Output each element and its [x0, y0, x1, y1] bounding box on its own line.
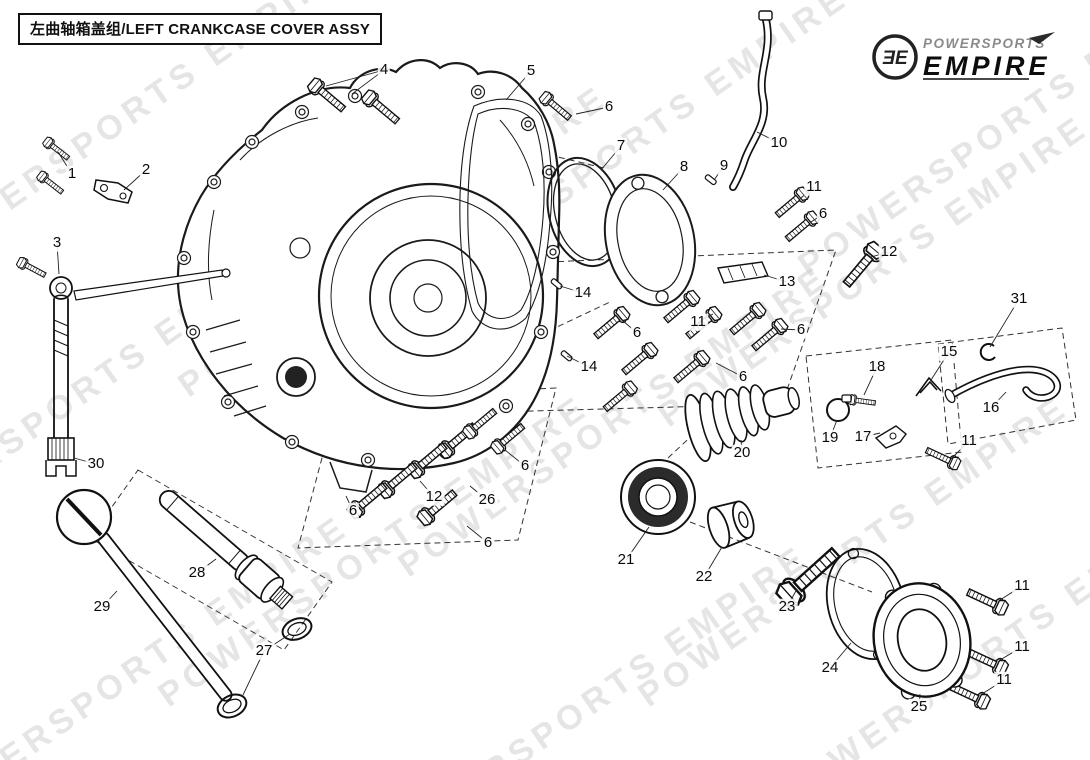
ball-joint	[49, 276, 73, 300]
callout-leader-line	[703, 546, 723, 578]
callout-leader-line	[756, 131, 780, 144]
o-ring	[216, 693, 248, 719]
callout-leader-line	[829, 642, 852, 669]
kick-lever-parts	[55, 488, 313, 719]
callout-leader-line	[713, 165, 725, 181]
round-cover	[872, 582, 972, 700]
small-cover-plate	[603, 173, 697, 307]
gearshift-linkage	[45, 179, 231, 477]
callout-leader-line	[559, 285, 584, 294]
dowel-pin-icon	[703, 173, 718, 186]
diagram-title-text: 左曲轴箱盖组/LEFT CRANKCASE COVER ASSY	[30, 21, 371, 38]
callout-leader-line	[56, 242, 60, 275]
spacer-roller	[706, 500, 755, 549]
callout-leader-line	[981, 679, 1005, 695]
breather-tube	[729, 10, 773, 191]
callout-leader-line	[325, 69, 385, 87]
callout-leader-line	[829, 419, 838, 439]
o-ring	[281, 617, 313, 641]
logo-emblem-text: ƎE	[882, 48, 909, 69]
logo-flag-icon	[1029, 32, 1055, 44]
cooling-fins	[205, 319, 267, 417]
logo-line2: EMPIRE	[923, 51, 1051, 81]
boot-and-fittings	[684, 343, 1061, 462]
drive-shaft	[158, 490, 294, 610]
callout-leader-line	[990, 391, 1007, 409]
hose-clamp	[826, 394, 852, 422]
callout-leader-line	[101, 590, 118, 608]
cover-gasket	[459, 98, 553, 330]
vent-tube	[944, 365, 1061, 404]
callout-leader-line	[999, 585, 1023, 601]
bracket	[874, 425, 907, 449]
shim-plate	[717, 261, 769, 284]
crankcase-cover	[176, 59, 561, 493]
cover-bolt-holes	[176, 84, 561, 468]
callout-leader-line	[863, 366, 878, 396]
callout-leader-line	[123, 169, 147, 191]
c-clip	[979, 343, 996, 362]
callout-leader-line	[196, 558, 217, 574]
callout-leader-line	[930, 351, 950, 381]
callout-leader-line	[989, 298, 1020, 348]
diagram-title: 左曲轴箱盖组/LEFT CRANKCASE COVER ASSY	[18, 13, 383, 45]
shaft-spring	[53, 319, 69, 357]
callout-leader-line	[566, 355, 590, 368]
callout-leader-line	[73, 457, 97, 465]
mount-bracket	[93, 179, 133, 204]
bolt-icon	[847, 393, 877, 409]
watermark-text: POWERSPORTS EMPIRE	[371, 537, 816, 760]
callout-leader-line	[662, 166, 685, 191]
watermark-text: POWERSPORTS EMPIRE	[651, 107, 1090, 434]
wire-clip	[915, 376, 942, 397]
bolt-icon	[15, 255, 49, 281]
lever-rod	[55, 488, 233, 702]
callout-leader-line	[625, 526, 650, 561]
spline-collar	[47, 437, 75, 461]
brand-logo: ƎE POWERSPORTS EMPIRE	[869, 30, 1074, 89]
clevis-end	[45, 460, 77, 477]
logo-emblem-icon: ƎE	[872, 34, 918, 80]
bearing	[620, 459, 696, 535]
dowel-pin-icon	[559, 349, 574, 363]
bolt-icon	[964, 584, 1011, 618]
logo-line1: POWERSPORTS	[923, 36, 1046, 51]
output-end-parts	[620, 459, 972, 700]
callout-leader-line	[621, 319, 638, 334]
rubber-boot	[684, 384, 800, 462]
